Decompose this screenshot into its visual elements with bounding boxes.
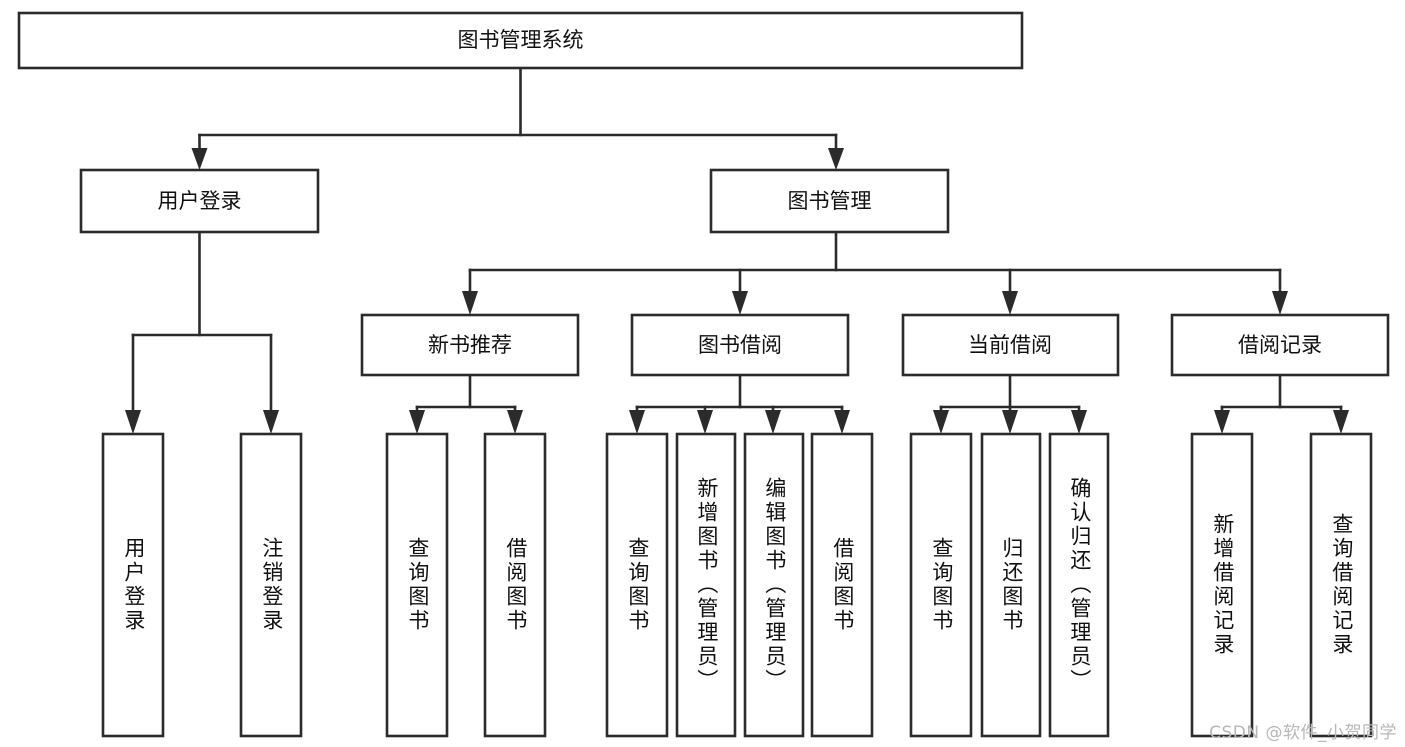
node-leaf-book-borrow-4[interactable] <box>810 432 874 738</box>
arrow-head-leaf-new-book-1 <box>409 410 425 434</box>
node-leaf-new-book-2[interactable] <box>483 432 547 738</box>
node-book-manage[interactable] <box>709 168 950 234</box>
label-new-book-recommend: 新书推荐 <box>428 333 512 357</box>
arrow-head-leaf-current-borrow-3 <box>1071 410 1087 434</box>
label-book-borrow: 图书借阅 <box>698 333 782 357</box>
arrow-head-current-borrow <box>1002 291 1018 315</box>
arrow-head-leaf-book-borrow-2 <box>697 410 713 434</box>
node-leaf-borrow-records-2[interactable] <box>1309 432 1373 738</box>
arrow-head-leaf-borrow-records-2 <box>1333 410 1349 434</box>
node-leaf-borrow-records-1[interactable] <box>1190 432 1254 738</box>
arrow-head-leaf-book-borrow-3 <box>765 410 781 434</box>
node-leaf-user-login-1[interactable] <box>101 432 165 738</box>
node-leaf-new-book-1[interactable] <box>385 432 449 738</box>
node-box-layer <box>17 11 1390 738</box>
arrow-head-book-borrow <box>732 291 748 315</box>
node-leaf-book-borrow-3[interactable] <box>743 432 805 738</box>
label-book-manage: 图书管理 <box>788 189 872 213</box>
arrow-head-leaf-user-login-2 <box>263 410 279 434</box>
label-borrow-records: 借阅记录 <box>1238 333 1322 357</box>
node-label-layer: 图书管理系统 用户登录 图书管理 新书推荐 图书借阅 当前借阅 借阅记录 <box>158 28 1323 357</box>
arrow-head-book-manage <box>828 148 844 170</box>
arrow-head-new-book <box>462 291 478 315</box>
connector-layer <box>125 66 1349 434</box>
node-leaf-book-borrow-2[interactable] <box>675 432 737 738</box>
arrow-head-leaf-current-borrow-2 <box>1002 410 1018 434</box>
arrow-head-user-login <box>191 148 208 170</box>
node-leaf-current-borrow-3[interactable] <box>1048 432 1110 738</box>
arrow-head-leaf-borrow-records-1 <box>1214 410 1230 434</box>
watermark: CSDN @软件_小贺同学 <box>1209 723 1397 743</box>
arrow-head-leaf-book-borrow-1 <box>629 410 645 434</box>
node-borrow-records[interactable] <box>1170 313 1390 377</box>
arrow-head-leaf-new-book-2 <box>507 410 523 434</box>
label-user-login: 用户登录 <box>158 189 242 213</box>
node-root[interactable] <box>17 11 1024 70</box>
node-book-borrow[interactable] <box>630 313 850 377</box>
node-current-borrow[interactable] <box>901 313 1120 377</box>
arrow-head-leaf-book-borrow-4 <box>834 410 850 434</box>
node-leaf-current-borrow-2[interactable] <box>980 432 1042 738</box>
arrow-head-leaf-current-borrow-1 <box>933 410 949 434</box>
node-leaf-current-borrow-1[interactable] <box>909 432 973 738</box>
label-current-borrow: 当前借阅 <box>968 333 1052 357</box>
label-root: 图书管理系统 <box>458 28 584 52</box>
arrow-head-borrow-records <box>1272 291 1288 315</box>
node-leaf-user-login-2[interactable] <box>239 432 303 738</box>
node-user-login[interactable] <box>79 168 320 234</box>
arrow-head-leaf-user-login-1 <box>125 410 141 434</box>
node-new-book-recommend[interactable] <box>360 313 580 377</box>
node-leaf-book-borrow-1[interactable] <box>605 432 669 738</box>
